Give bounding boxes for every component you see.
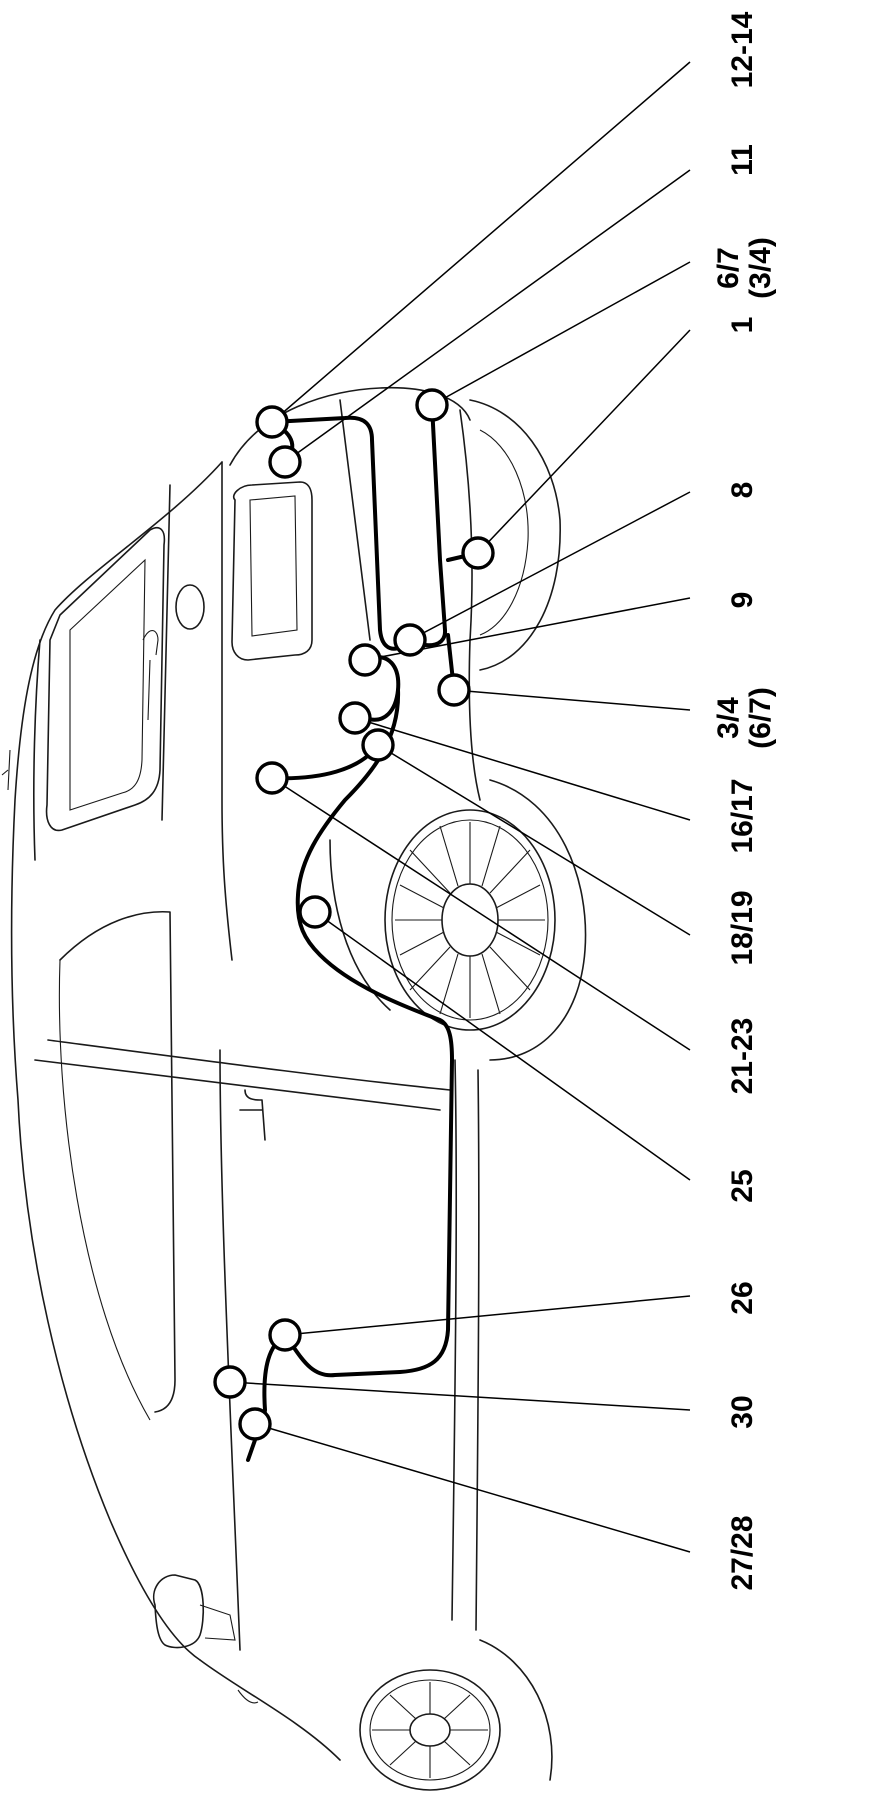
callout-label-1: 1 <box>726 317 759 334</box>
leader-line-27-28 <box>254 1423 691 1553</box>
leader-line-21-23 <box>271 777 691 1051</box>
connector-marker-26 <box>268 1318 302 1352</box>
connector-marker-30 <box>213 1365 247 1399</box>
callout-label-25: 25 <box>726 1169 759 1202</box>
car-body <box>1 386 587 1791</box>
connector-marker-8 <box>393 623 427 657</box>
connector-markers <box>213 388 495 1441</box>
leader-line-25 <box>314 911 691 1181</box>
callout-label-27-28: 27/28 <box>726 1515 759 1590</box>
leader-lines <box>229 61 691 1553</box>
connector-marker-3-4 <box>437 673 471 707</box>
leader-line-30 <box>229 1381 691 1411</box>
connector-marker-6-7 <box>415 388 449 422</box>
callout-label-26: 26 <box>726 1281 759 1314</box>
connector-marker-9 <box>348 643 382 677</box>
callout-label-8: 8 <box>726 482 759 499</box>
leader-line-12-14 <box>271 61 691 423</box>
connector-marker-16-17 <box>338 701 372 735</box>
connector-marker-12-14 <box>255 405 289 439</box>
leader-line-26 <box>284 1295 691 1336</box>
leader-line-3-4 <box>453 689 691 711</box>
connector-marker-11 <box>268 445 302 479</box>
leader-line-18-19 <box>377 744 691 936</box>
leader-line-11 <box>284 169 691 463</box>
callout-label-9: 9 <box>726 592 759 609</box>
callout-label-11: 11 <box>726 144 759 176</box>
callout-label-30: 30 <box>726 1395 759 1428</box>
callout-labels: 12-14 11 6/7(3/4) 1 8 9 3/4(6/7) 16/17 18/19 21-2… <box>712 11 777 1590</box>
callout-label-18-19: 18/19 <box>726 890 759 965</box>
callout-label-21-23: 21-23 <box>726 1018 759 1095</box>
leader-line-6-7 <box>431 261 691 406</box>
leader-line-16-17 <box>354 717 691 821</box>
rear-wheel-spokes <box>395 822 545 1018</box>
connector-marker-21-23 <box>255 761 289 795</box>
leader-line-8 <box>409 491 691 641</box>
connector-marker-27-28 <box>238 1407 272 1441</box>
callout-label-12-14: 12-14 <box>726 11 759 88</box>
leader-line-1 <box>477 329 691 554</box>
callout-label-6-7: 6/7(3/4) <box>712 237 777 299</box>
connector-marker-1 <box>461 536 495 570</box>
connector-marker-18-19 <box>361 728 395 762</box>
front-wheel-spokes <box>372 1682 488 1778</box>
callout-label-3-4: 3/4(6/7) <box>712 687 777 749</box>
callout-label-16-17: 16/17 <box>726 778 759 853</box>
connector-marker-25 <box>298 895 332 929</box>
